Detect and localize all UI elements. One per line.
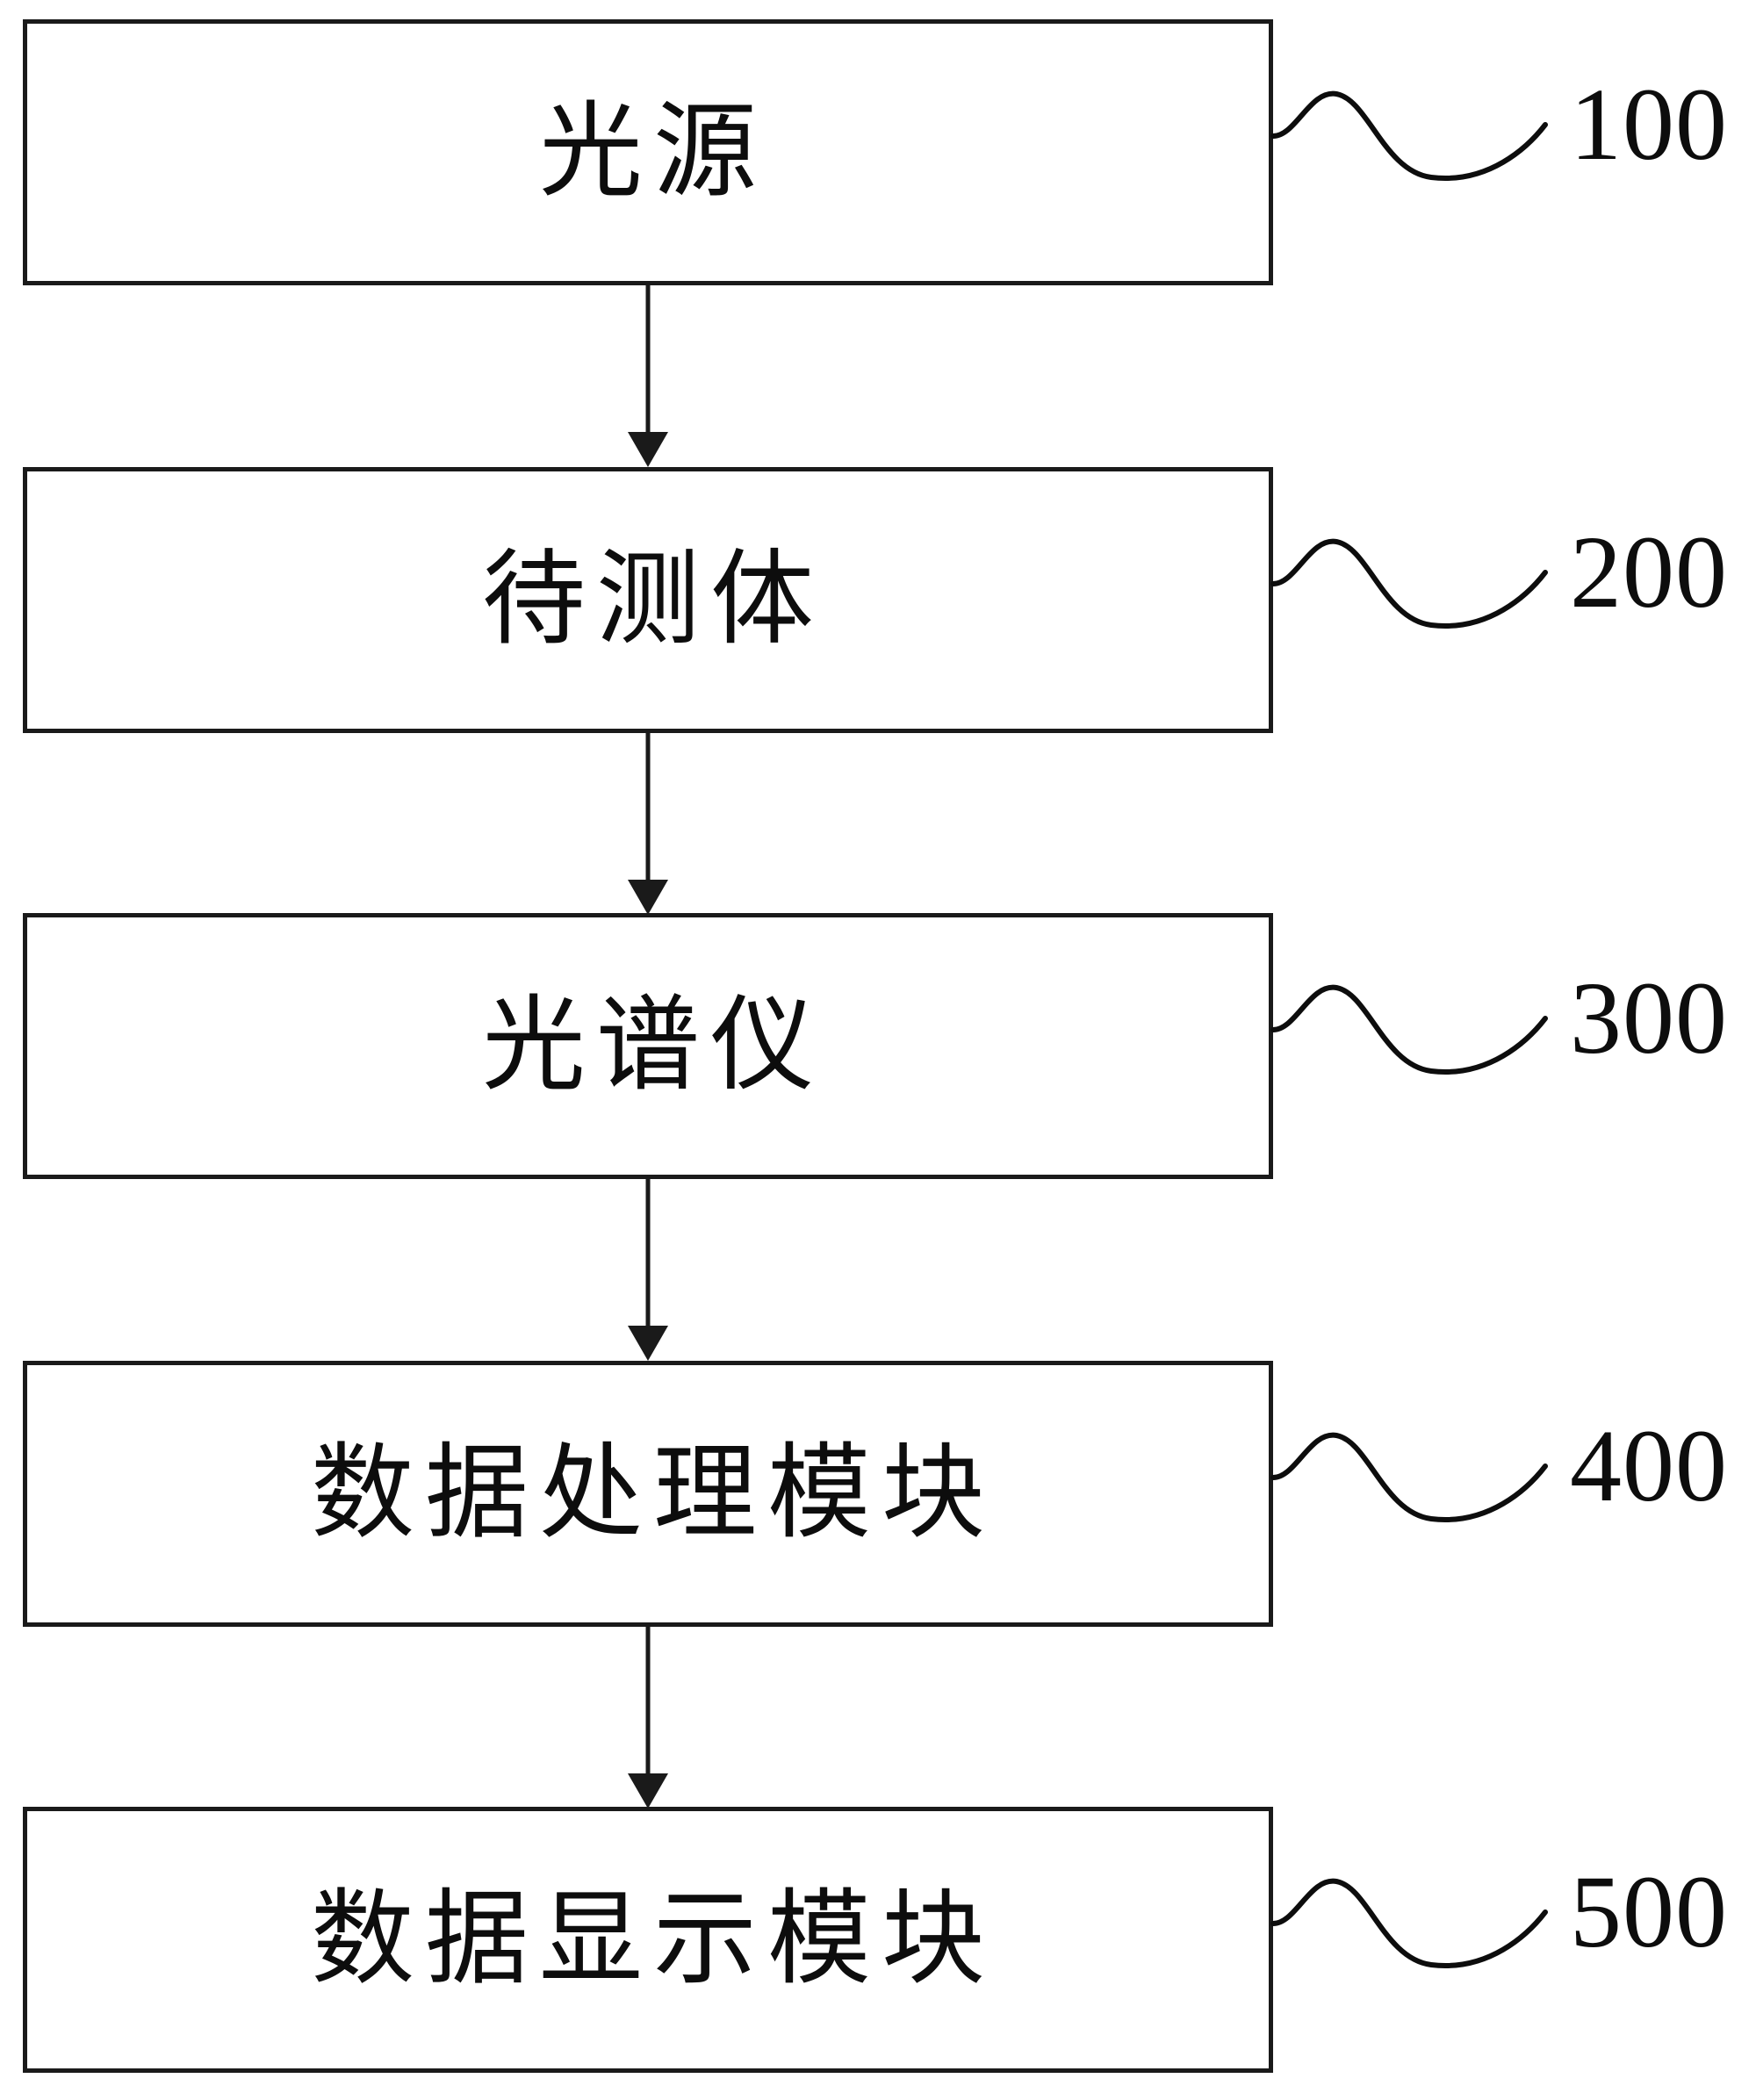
leader-line-400 bbox=[1270, 1432, 1548, 1522]
ref-number-300: 300 bbox=[1570, 960, 1728, 1075]
flow-node-label: 待测体 bbox=[481, 542, 824, 658]
flow-node-light-source[interactable]: 光源 bbox=[23, 19, 1273, 285]
flow-node-label: 数据处理模块 bbox=[310, 1435, 996, 1551]
flow-node-data-display-module[interactable]: 数据显示模块 bbox=[23, 1807, 1273, 2073]
flow-node-label: 光源 bbox=[538, 94, 767, 210]
connector-arrow-4 bbox=[628, 1624, 668, 1809]
flow-node-label: 光谱仪 bbox=[481, 988, 824, 1104]
connector-arrow-3 bbox=[628, 1176, 668, 1361]
ref-number-500: 500 bbox=[1570, 1854, 1728, 1969]
leader-line-200 bbox=[1270, 538, 1548, 629]
ref-number-100: 100 bbox=[1570, 67, 1728, 182]
flow-node-label: 数据显示模块 bbox=[310, 1881, 996, 1997]
leader-line-100 bbox=[1270, 90, 1548, 181]
flow-node-spectrometer[interactable]: 光谱仪 bbox=[23, 913, 1273, 1179]
leader-line-300 bbox=[1270, 984, 1548, 1075]
connector-arrow-2 bbox=[628, 730, 668, 915]
connector-arrow-1 bbox=[628, 283, 668, 467]
leader-line-500 bbox=[1270, 1878, 1548, 1968]
flow-node-sample[interactable]: 待测体 bbox=[23, 467, 1273, 733]
ref-number-200: 200 bbox=[1570, 514, 1728, 629]
flow-node-data-processing-module[interactable]: 数据处理模块 bbox=[23, 1361, 1273, 1627]
ref-number-400: 400 bbox=[1570, 1408, 1728, 1523]
